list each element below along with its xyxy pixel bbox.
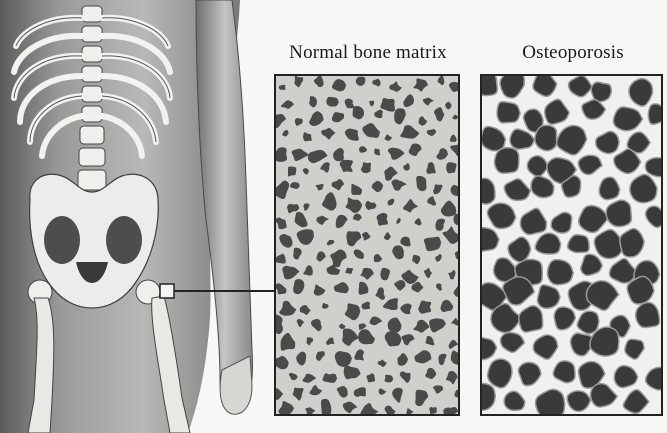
pore xyxy=(547,260,573,285)
pore xyxy=(288,166,296,176)
pore xyxy=(429,407,436,414)
pore xyxy=(488,359,512,388)
pore xyxy=(648,104,663,124)
normal-bone-panel xyxy=(274,74,460,416)
pore xyxy=(480,74,497,96)
pore xyxy=(494,148,518,174)
hip-joint-marker xyxy=(160,284,174,298)
pore xyxy=(323,373,338,383)
pore xyxy=(446,162,456,173)
pore xyxy=(591,82,611,102)
normal-bone-label: Normal bone matrix xyxy=(268,42,468,64)
pore xyxy=(606,200,631,226)
pore xyxy=(480,178,495,204)
pore xyxy=(636,303,660,328)
pore xyxy=(568,235,589,253)
osteoporosis-panel xyxy=(480,74,663,416)
pore xyxy=(535,125,557,150)
osteoporosis-label: Osteoporosis xyxy=(478,42,667,64)
pore xyxy=(497,102,520,123)
